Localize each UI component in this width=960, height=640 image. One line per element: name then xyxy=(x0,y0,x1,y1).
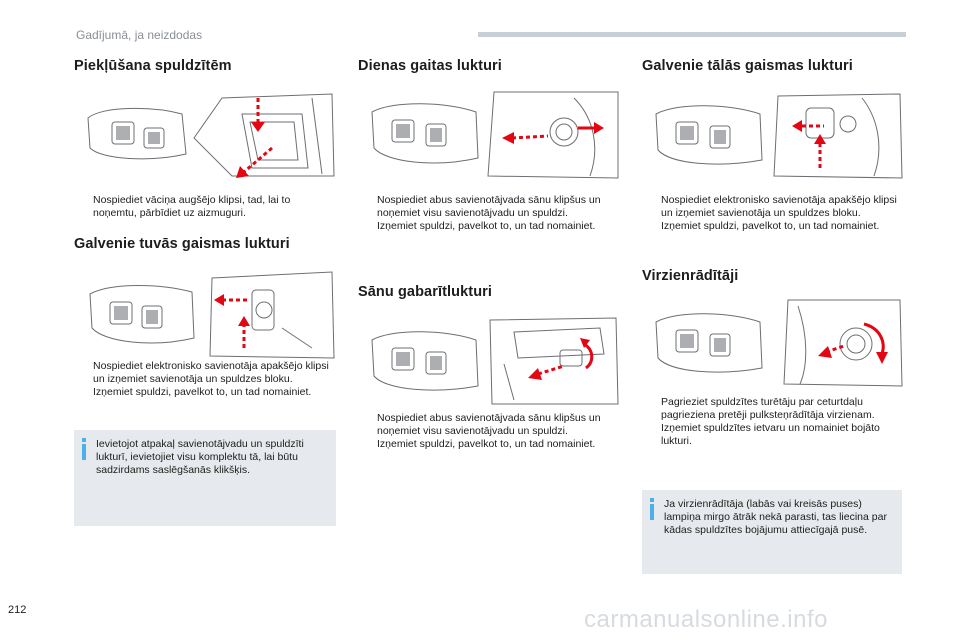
note-indicators: Ja virzienrādītāja (labās vai kreisās pu… xyxy=(642,490,902,574)
list-item: Nospiediet abus savienotājvada sānu klip… xyxy=(377,412,601,437)
info-icon xyxy=(82,438,86,460)
note-low-beam: Ievietojot atpakaļ savienotājvadu un spu… xyxy=(74,430,336,526)
title-side-lights: Sānu gabarītlukturi xyxy=(358,284,493,300)
access-steps: Nospiediet vāciņa augšējo klipsi, tad, l… xyxy=(74,194,336,220)
header-bar xyxy=(478,32,906,37)
title-low-beam: Galvenie tuvās gaismas lukturi xyxy=(74,236,290,252)
list-item: Izņemiet spuldzi, pavelkot to, un tad no… xyxy=(377,438,596,450)
list-item: Nospiediet abus savienotājvada sānu klip… xyxy=(377,194,601,219)
side-lights-steps: Nospiediet abus savienotājvada sānu klip… xyxy=(358,412,620,451)
high-beam-steps: Nospiediet elektronisko savienotāja apak… xyxy=(642,194,904,233)
title-high-beam: Galvenie tālās gaismas lukturi xyxy=(642,58,853,74)
list-item: Nospiediet vāciņa augšējo klipsi, tad, l… xyxy=(93,194,291,219)
illustration-side-lights xyxy=(364,314,620,406)
low-beam-steps: Nospiediet elektronisko savienotāja apak… xyxy=(74,360,336,399)
list-item: Izņemiet spuldzi, pavelkot to, un tad no… xyxy=(661,220,880,232)
illustration-low-beam xyxy=(82,268,338,360)
illustration-indicators xyxy=(648,296,904,388)
list-item: Izņemiet spuldzi, pavelkot to, un tad no… xyxy=(93,386,312,398)
indicators-steps: Pagrieziet spuldzītes turētāju par cetur… xyxy=(642,396,904,448)
page-number: 212 xyxy=(8,604,27,616)
list-item: Izņemiet spuldzītes ietvaru un nomainiet… xyxy=(661,422,880,447)
header-section-title: Gadījumā, ja neizdodas xyxy=(76,28,203,42)
list-item: Izņemiet spuldzi, pavelkot to, un tad no… xyxy=(377,220,596,232)
illustration-high-beam xyxy=(648,88,904,180)
title-access: Piekļūšana spuldzītēm xyxy=(74,58,232,74)
daytime-steps: Nospiediet abus savienotājvada sānu klip… xyxy=(358,194,620,233)
illustration-access xyxy=(82,88,338,180)
info-icon xyxy=(650,498,654,520)
watermark: carmanualsonline.info xyxy=(584,606,828,633)
list-item: Nospiediet elektronisko savienotāja apak… xyxy=(661,194,897,219)
list-item: Pagrieziet spuldzītes turētāju par cetur… xyxy=(661,396,875,421)
list-item: Nospiediet elektronisko savienotāja apak… xyxy=(93,360,329,385)
illustration-daytime xyxy=(364,88,620,180)
title-daytime: Dienas gaitas lukturi xyxy=(358,58,502,74)
title-indicators: Virzienrādītāji xyxy=(642,268,739,284)
